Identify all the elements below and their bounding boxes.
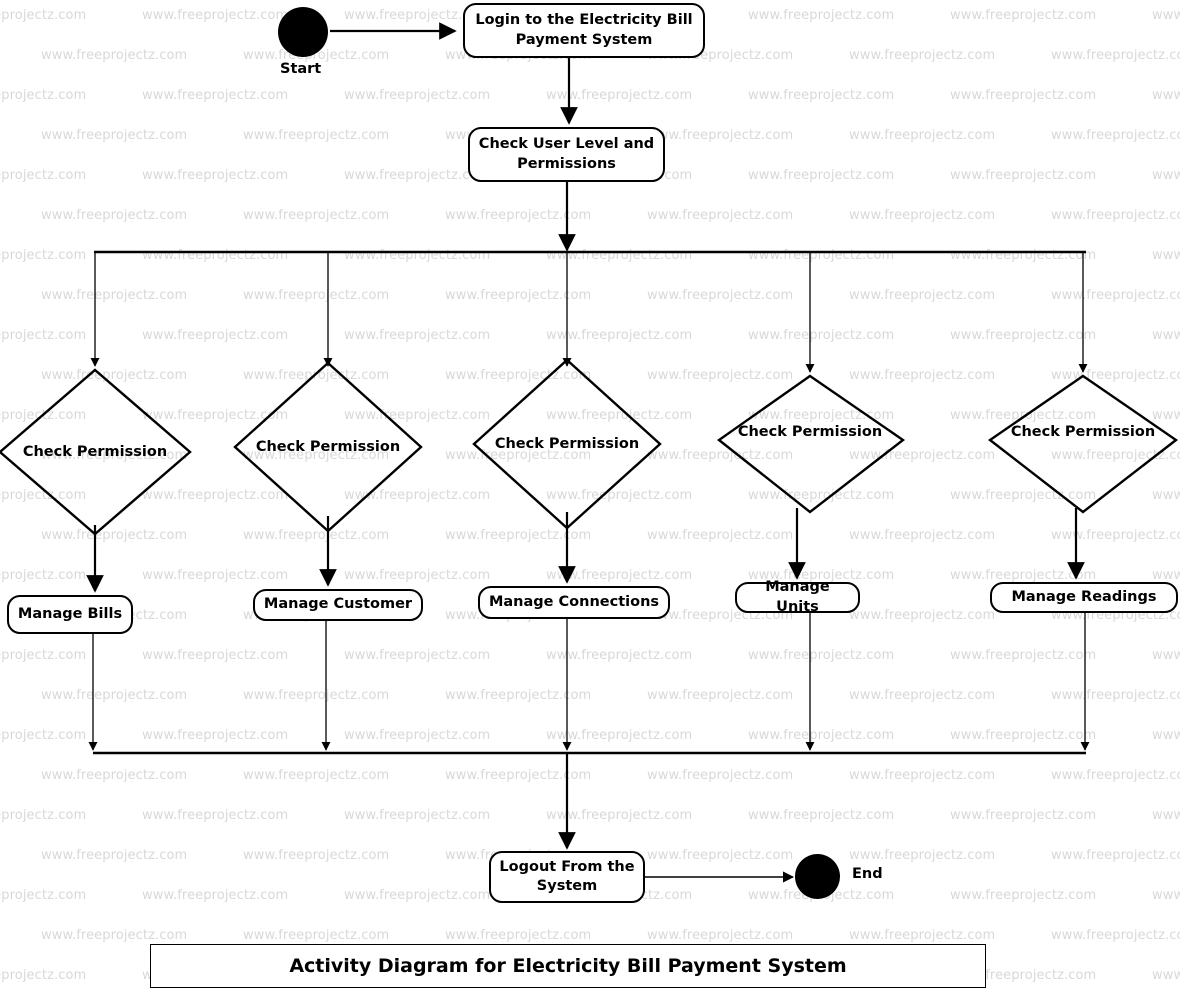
diagram-title-banner: Activity Diagram for Electricity Bill Pa…	[150, 944, 986, 988]
activity-manage-units[interactable]: Manage Units	[735, 579, 860, 615]
activity-manage-connections[interactable]: Manage Connections	[478, 586, 670, 619]
activity-login-label: Login to the Electricity Bill Payment Sy…	[475, 12, 693, 48]
activity-check-user-level-label: Check User Level and Permissions	[478, 136, 655, 172]
activity-manage-bills-label: Manage Bills	[17, 605, 123, 622]
decision-3-label: Check Permission	[494, 435, 640, 452]
start-node-label: Start	[280, 61, 322, 77]
end-node[interactable]	[795, 854, 840, 899]
activity-manage-readings[interactable]: Manage Readings	[990, 582, 1178, 613]
decision-5-label: Check Permission	[1010, 423, 1156, 440]
activity-manage-customer[interactable]: Manage Customer	[253, 589, 423, 621]
diagram-title-text: Activity Diagram for Electricity Bill Pa…	[289, 955, 847, 977]
start-node[interactable]	[278, 7, 328, 57]
decision-check-permission-4[interactable]: Check Permission	[735, 404, 885, 460]
end-node-label: End	[852, 866, 883, 882]
activity-logout[interactable]: Logout From the System	[489, 851, 645, 903]
activity-manage-customer-label: Manage Customer	[263, 596, 413, 613]
decision-1-label: Check Permission	[22, 443, 168, 460]
activity-manage-connections-label: Manage Connections	[488, 593, 660, 610]
activity-logout-label: Logout From the System	[499, 858, 635, 894]
decision-check-permission-3[interactable]: Check Permission	[492, 416, 642, 472]
activity-check-user-level[interactable]: Check User Level and Permissions	[468, 127, 665, 182]
decision-check-permission-5[interactable]: Check Permission	[1008, 404, 1158, 460]
decision-4-label: Check Permission	[737, 423, 883, 440]
decision-2-label: Check Permission	[255, 438, 401, 455]
decision-check-permission-2[interactable]: Check Permission	[253, 419, 403, 475]
activity-manage-bills[interactable]: Manage Bills	[7, 595, 133, 634]
decision-check-permission-1[interactable]: Check Permission	[20, 424, 170, 480]
activity-login[interactable]: Login to the Electricity Bill Payment Sy…	[463, 3, 705, 58]
activity-manage-readings-label: Manage Readings	[1011, 588, 1157, 605]
activity-manage-units-label: Manage Units	[765, 579, 830, 615]
